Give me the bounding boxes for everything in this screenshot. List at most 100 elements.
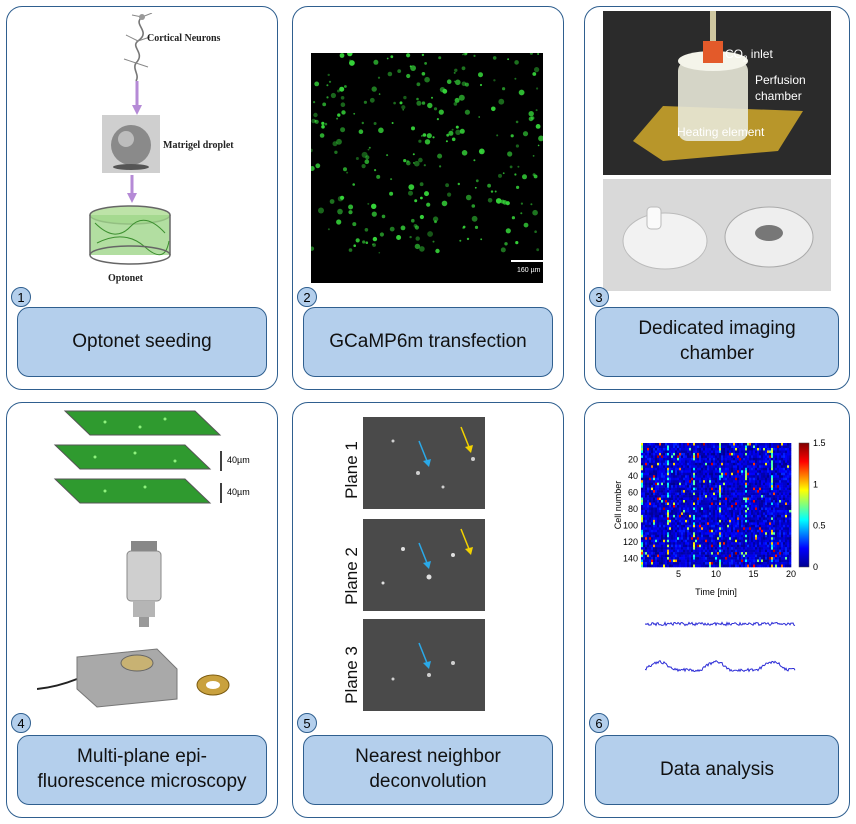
heatmap-cell <box>753 507 756 511</box>
heatmap-cell <box>781 522 784 526</box>
heatmap-cell <box>687 507 690 511</box>
heatmap-cell <box>709 500 712 503</box>
heatmap-cell <box>789 452 792 456</box>
heatmap-cell <box>649 544 652 548</box>
heatmap-cell <box>679 559 682 563</box>
heatmap-cell <box>783 547 786 550</box>
heatmap-cell <box>745 534 748 538</box>
heatmap-cell <box>771 542 774 545</box>
heatmap-cell <box>749 450 752 454</box>
heatmap-cell <box>685 482 688 486</box>
heatmap-cell <box>775 505 778 508</box>
heatmap-cell <box>711 505 714 508</box>
heatmap-cell <box>715 447 718 451</box>
heatmap-cell <box>763 542 766 545</box>
heatmap-cell <box>735 539 738 543</box>
heatmap-cell <box>733 475 736 479</box>
heatmap-cell <box>659 492 662 496</box>
heatmap-cell <box>785 507 788 511</box>
heatmap-cell <box>715 495 718 498</box>
heatmap-cell <box>733 467 736 471</box>
heatmap-cell <box>653 512 656 516</box>
heatmap-cell <box>661 537 664 541</box>
heatmap-cell <box>741 527 744 531</box>
heatmap-cell <box>667 502 670 506</box>
heatmap-cell <box>759 519 762 523</box>
heatmap-cell <box>715 500 718 503</box>
heatmap-cell <box>739 529 742 533</box>
heatmap-cell <box>735 507 738 511</box>
heatmap-cell <box>675 482 678 486</box>
heatmap-cell <box>779 470 782 474</box>
heatmap-cell <box>699 529 702 533</box>
heatmap-cell <box>723 514 726 518</box>
heatmap-cell <box>643 564 646 568</box>
heatmap-cell <box>737 502 740 506</box>
heatmap-cell <box>653 517 656 521</box>
heatmap-cell <box>775 544 778 548</box>
heatmap-cell <box>771 487 774 491</box>
heatmap-cell <box>669 455 672 459</box>
heatmap-cell <box>747 475 750 479</box>
heatmap-cell <box>781 527 784 531</box>
heatmap-cell <box>647 509 650 513</box>
heatmap-cell <box>769 537 772 541</box>
heatmap-cell <box>731 559 734 563</box>
heatmap-cell <box>745 522 748 526</box>
heatmap-cell <box>693 557 696 560</box>
heatmap-cell <box>687 554 690 558</box>
heatmap-cell <box>767 457 770 461</box>
heatmap-cell <box>695 507 698 511</box>
heatmap-cell <box>757 452 760 456</box>
heatmap-cell <box>755 445 758 449</box>
heatmap-cell <box>687 557 690 560</box>
heatmap-cell <box>737 457 740 461</box>
heatmap-cell <box>665 562 668 565</box>
heatmap-cell <box>649 514 652 518</box>
heatmap-cell <box>705 534 708 538</box>
neuron-dot <box>478 148 485 155</box>
heatmap-cell <box>649 495 652 498</box>
heatmap-cell <box>741 465 744 469</box>
heatmap-cell <box>695 500 698 503</box>
heatmap-cell <box>679 492 682 496</box>
heatmap-cell <box>751 497 754 501</box>
neuron-dot <box>455 79 461 86</box>
heatmap-cell <box>673 547 676 550</box>
heatmap-cell <box>765 482 768 486</box>
heatmap-cell <box>713 514 716 518</box>
heatmap-cell <box>743 524 746 528</box>
plane-label: Plane 3 <box>341 646 361 704</box>
heatmap-cell <box>771 562 774 565</box>
heatmap-cell <box>789 450 792 454</box>
neuron-dot <box>363 100 367 104</box>
heatmap-cell <box>737 452 740 456</box>
heatmap-cell <box>707 502 710 506</box>
heatmap-cell <box>661 495 664 498</box>
heatmap-cell <box>691 470 694 474</box>
heatmap-cell <box>735 512 738 516</box>
heatmap-cell <box>777 519 780 523</box>
heatmap-cell <box>787 519 790 523</box>
heatmap-cell <box>709 502 712 506</box>
heatmap-cell <box>783 522 786 526</box>
heatmap-cell <box>779 534 782 538</box>
heatmap-cell <box>653 447 656 451</box>
heatmap-cell <box>677 447 680 451</box>
heatmap-cell <box>733 532 736 536</box>
heatmap-cell <box>729 457 732 461</box>
heatmap-cell <box>749 490 752 493</box>
heatmap-cell <box>671 460 674 464</box>
heatmap-cell <box>697 460 700 464</box>
heatmap-cell <box>731 564 734 568</box>
heatmap-cell <box>677 455 680 459</box>
neuron-dot <box>355 157 359 160</box>
heatmap-cell <box>743 487 746 491</box>
heatmap-cell <box>733 514 736 518</box>
heatmap-cell <box>653 507 656 511</box>
heatmap-cell <box>645 495 648 498</box>
heatmap-cell <box>677 512 680 516</box>
heatmap-cell <box>667 514 670 518</box>
heatmap-cell <box>657 507 660 511</box>
heatmap-cell <box>755 539 758 543</box>
